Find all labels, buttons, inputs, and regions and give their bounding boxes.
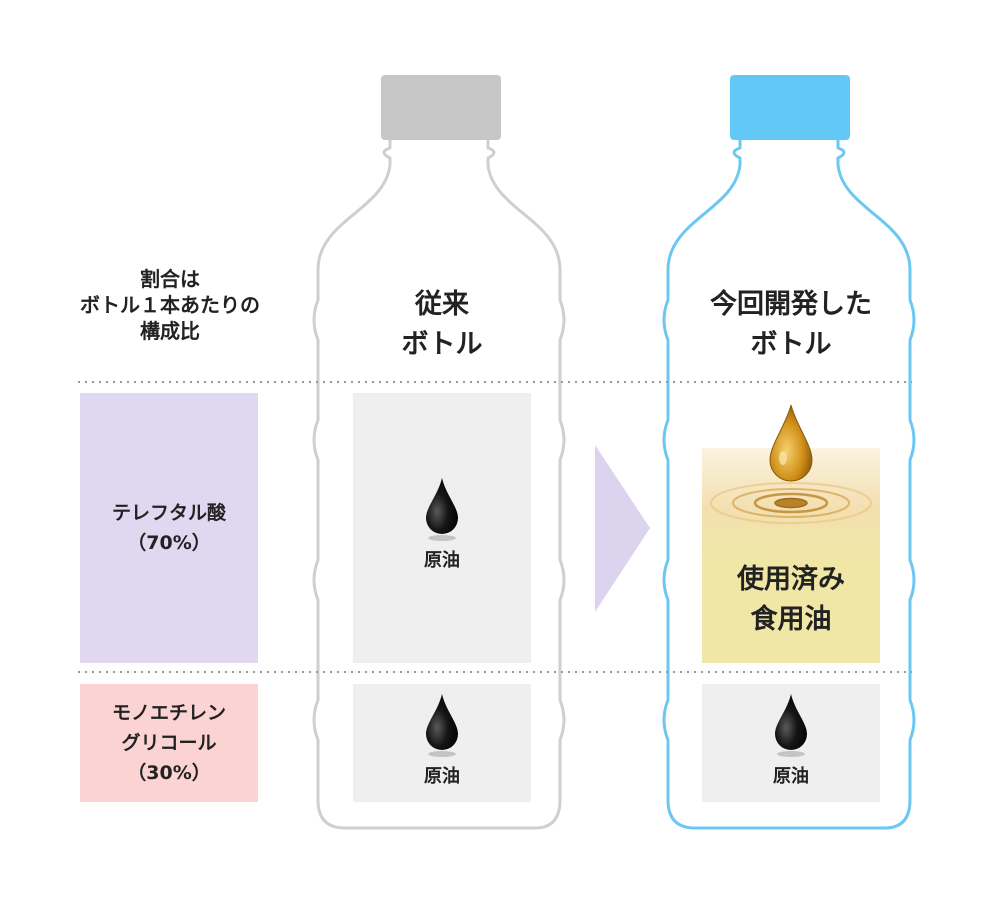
new-bottle-title: 今回開発した ボトル [670, 285, 912, 365]
new-title-line-1: 今回開発した [710, 289, 872, 320]
terephthalic-acid-name: テレフタル酸 [111, 502, 226, 524]
transition-arrow-icon [595, 445, 650, 612]
new-lower-source-label: 原油 [773, 766, 809, 787]
glycol-bar [80, 684, 258, 802]
new-bottle-cap [730, 75, 850, 140]
ratio-note-line-2: ボトル１本あたりの [80, 293, 260, 317]
ratio-note-line-3: 構成比 [140, 319, 200, 343]
crude-oil-drop-icon [426, 478, 458, 541]
new-upper-source-label: 使用済み 食用油 [702, 560, 880, 640]
used-oil-label-line-2: 食用油 [750, 604, 832, 635]
used-oil-label-line-1: 使用済み [737, 564, 845, 595]
glycol-name-line-2: グリコール [121, 732, 217, 754]
crude-oil-drop-icon [426, 694, 458, 757]
terephthalic-acid-label: テレフタル酸 （70%） [80, 393, 258, 663]
terephthalic-acid-bar [80, 393, 258, 663]
glycol-label: モノエチレン グリコール （30%） [80, 684, 258, 802]
conventional-title-line-1: 従来 [415, 289, 469, 320]
conventional-upper-source-label: 原油 [424, 550, 460, 571]
new-bottle-outline [662, 140, 916, 830]
glycol-percent: （30%） [127, 762, 211, 784]
conventional-lower-source-label: 原油 [424, 766, 460, 787]
terephthalic-acid-percent: （70%） [127, 532, 211, 554]
conventional-bottle-cap [381, 75, 501, 140]
new-title-line-2: ボトル [750, 329, 832, 360]
conventional-bottle-outline [312, 140, 566, 830]
conventional-bottle-title: 従来 ボトル [342, 285, 542, 365]
glycol-name-line-1: モノエチレン [111, 702, 226, 724]
cooking-oil-drop-icon [769, 404, 813, 482]
conventional-title-line-2: ボトル [401, 329, 483, 360]
ratio-note-line-1: 割合は [140, 267, 200, 291]
crude-oil-drop-icon [775, 694, 807, 757]
ratio-note: 割合は ボトル１本あたりの 構成比 [60, 266, 280, 344]
oil-ripple-icon [710, 482, 872, 524]
